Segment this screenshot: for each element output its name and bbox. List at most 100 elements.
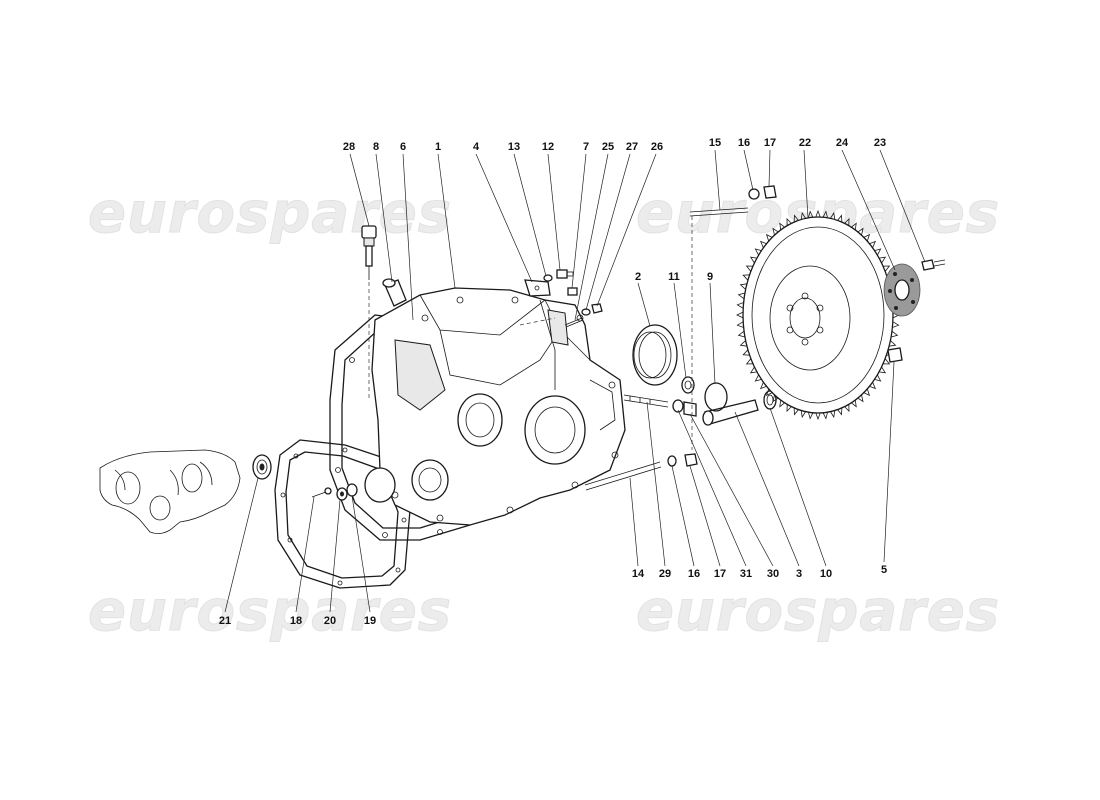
flywheel-tooth: [883, 265, 891, 272]
watermark-top-left: eurospares: [88, 181, 452, 246]
flywheel-tooth: [749, 366, 757, 374]
watermark-top-right: eurospares: [636, 181, 1000, 246]
flywheel-tooth: [745, 265, 753, 272]
flywheel-tooth: [869, 240, 877, 248]
flywheel-22: [736, 209, 900, 421]
flywheel-tooth: [879, 366, 887, 374]
watermarks: eurospares eurospares eurospares eurospa…: [88, 181, 1000, 645]
callout-12: 12: [542, 141, 554, 153]
washer-19: [346, 483, 358, 497]
nut-17-lower: [684, 453, 698, 467]
washer-20: [336, 487, 348, 501]
stud-7: [567, 287, 578, 296]
flywheel-tooth: [857, 394, 864, 403]
flywheel-tooth: [844, 217, 850, 226]
washer-16-upper: [748, 188, 760, 200]
callout-8: 8: [373, 141, 379, 153]
flywheel-tooth: [822, 210, 828, 218]
callout-30: 30: [767, 568, 779, 580]
callout-1: 1: [435, 141, 441, 153]
bolt-12: [556, 269, 574, 279]
callout-19: 19: [364, 615, 376, 627]
flywheel-tooth: [863, 388, 871, 397]
callout-28: 28: [343, 141, 355, 153]
washer-13: [543, 274, 553, 282]
ring-9: [704, 382, 728, 412]
bracket-4: [524, 279, 551, 297]
callout-4: 4: [473, 141, 480, 153]
flywheel-tooth: [772, 227, 779, 236]
flywheel-tooth: [851, 222, 857, 231]
callout-13: 13: [508, 141, 520, 153]
flywheel-tooth: [800, 410, 806, 419]
flywheel-tooth: [837, 407, 843, 416]
flywheel-tooth: [765, 388, 773, 397]
nut-17-upper: [763, 185, 777, 199]
flywheel-tooth: [844, 404, 850, 413]
dowel-3: [702, 399, 759, 426]
flywheel-tooth: [851, 399, 857, 408]
bolt-23: [921, 259, 946, 271]
flywheel-tooth: [736, 302, 744, 309]
callout-16-bottom: 16: [688, 568, 700, 580]
callout-29: 29: [659, 568, 671, 580]
flywheel-tooth: [863, 233, 871, 242]
flywheel-tooth: [869, 382, 877, 390]
spacer-30: [683, 401, 697, 417]
gasket-rear: [274, 439, 411, 589]
callout-16-top: 16: [738, 137, 750, 149]
callout-6: 6: [400, 141, 406, 153]
flywheel-tooth: [765, 233, 773, 242]
flywheel-tooth: [742, 274, 750, 281]
flywheel-tooth: [830, 410, 836, 419]
flywheel-tooth: [800, 211, 806, 220]
stud-14: [584, 461, 662, 491]
flywheel-tooth: [759, 382, 767, 390]
callout-20: 20: [324, 615, 336, 627]
flywheel-tooth: [815, 209, 821, 218]
flywheel-tooth: [749, 256, 757, 264]
screw-18: [311, 487, 332, 498]
callout-18: 18: [290, 615, 302, 627]
stud-29: [623, 394, 669, 408]
callout-3: 3: [796, 568, 802, 580]
flywheel-tooth: [837, 214, 843, 223]
callout-2: 2: [635, 271, 641, 283]
flywheel-tooth: [822, 412, 828, 420]
flywheel-tooth: [786, 404, 792, 413]
flywheel-tooth: [793, 214, 799, 223]
washer-31: [672, 399, 684, 413]
watermark-bottom-right: eurospares: [636, 579, 1000, 644]
callout-15: 15: [709, 137, 721, 149]
washer-16-lower: [667, 455, 677, 467]
callout-22: 22: [799, 137, 811, 149]
callout-17-bottom: 17: [714, 568, 726, 580]
callout-10: 10: [820, 568, 832, 580]
stud-25: [564, 317, 584, 328]
flywheel-tooth: [874, 374, 882, 382]
flywheel-housing-1: [364, 287, 626, 526]
crankshaft-drawing: [99, 449, 241, 534]
callout-21: 21: [219, 615, 231, 627]
sensor-28: [361, 225, 377, 280]
flywheel-tooth: [793, 407, 799, 416]
flywheel-tooth: [879, 256, 887, 264]
flywheel-tooth: [808, 210, 814, 218]
callout-26: 26: [651, 141, 663, 153]
flywheel-tooth: [739, 283, 747, 290]
flywheel-tooth: [892, 321, 900, 328]
flywheel-tooth: [889, 340, 897, 347]
fitting-8: [382, 278, 407, 307]
callout-27: 27: [626, 141, 638, 153]
callout-11: 11: [668, 271, 680, 283]
flywheel-tooth: [830, 211, 836, 220]
flywheel-tooth: [754, 374, 762, 382]
flywheel-tooth: [786, 217, 792, 226]
leader-lines: [224, 149, 926, 613]
flywheel-tooth: [883, 358, 891, 365]
flywheel-tooth: [737, 330, 746, 338]
bearing-21: [252, 454, 272, 480]
flywheel-tooth: [745, 358, 753, 365]
flywheel-tooth: [874, 248, 882, 256]
oil-seal-2: [632, 324, 678, 386]
